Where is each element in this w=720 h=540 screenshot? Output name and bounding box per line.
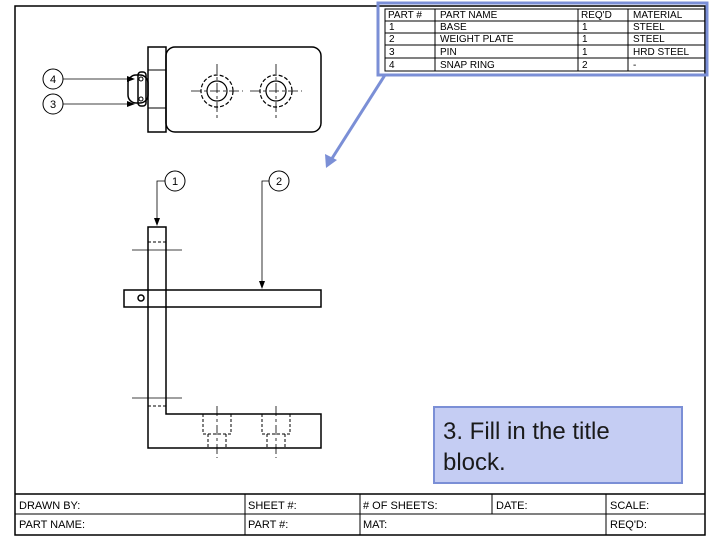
balloon-4-label: 4 — [50, 74, 56, 86]
parts-list-highlight — [376, 1, 709, 77]
parts-cell: SNAP RING — [440, 60, 495, 71]
top-view — [127, 46, 322, 133]
balloon-2-label: 2 — [276, 176, 282, 188]
parts-cell: 1 — [389, 22, 395, 33]
front-view — [123, 226, 322, 458]
parts-cell: 2 — [582, 60, 588, 71]
title-drawn-by: DRAWN BY: — [19, 500, 80, 512]
balloon-3-label: 3 — [50, 99, 56, 111]
title-block — [15, 493, 705, 535]
parts-cell: STEEL — [633, 22, 665, 33]
instruction-text: 3. Fill in the title block. — [443, 418, 610, 476]
parts-cell: BASE — [440, 22, 467, 33]
pointer-arrowhead — [325, 154, 337, 168]
parts-cell: HRD STEEL — [633, 47, 690, 58]
parts-header-part-name: PART NAME — [440, 10, 498, 21]
title-mat: MAT: — [363, 519, 387, 531]
parts-cell: PIN — [440, 47, 457, 58]
parts-cell: WEIGHT PLATE — [440, 34, 514, 45]
parts-cell: 1 — [582, 34, 588, 45]
title-scale: SCALE: — [610, 500, 649, 512]
title-part-no: PART #: — [248, 519, 288, 531]
balloon-2 — [259, 170, 290, 289]
balloon-3 — [42, 93, 135, 115]
title-part-name: PART NAME: — [19, 519, 85, 531]
parts-list — [384, 8, 708, 72]
title-num-sheets: # OF SHEETS: — [363, 500, 438, 512]
parts-cell: 2 — [389, 34, 395, 45]
parts-header-reqd: REQ'D — [581, 10, 612, 21]
parts-header-part-no: PART # — [388, 10, 422, 21]
parts-cell: 3 — [389, 47, 395, 58]
parts-cell: 1 — [582, 22, 588, 33]
parts-cell: - — [633, 60, 636, 71]
title-sheet-no: SHEET #: — [248, 500, 297, 512]
parts-cell: 1 — [582, 47, 588, 58]
balloon-1 — [154, 170, 186, 226]
balloon-1-label: 1 — [172, 176, 178, 188]
pointer-arrow — [329, 74, 387, 161]
parts-header-material: MATERIAL — [633, 10, 683, 21]
instruction-callout: 3. Fill in the title block. — [433, 406, 683, 484]
balloon-4 — [42, 68, 135, 90]
parts-cell: 4 — [389, 60, 395, 71]
title-reqd: REQ'D: — [610, 519, 647, 531]
title-date: DATE: — [496, 500, 528, 512]
parts-cell: STEEL — [633, 34, 665, 45]
